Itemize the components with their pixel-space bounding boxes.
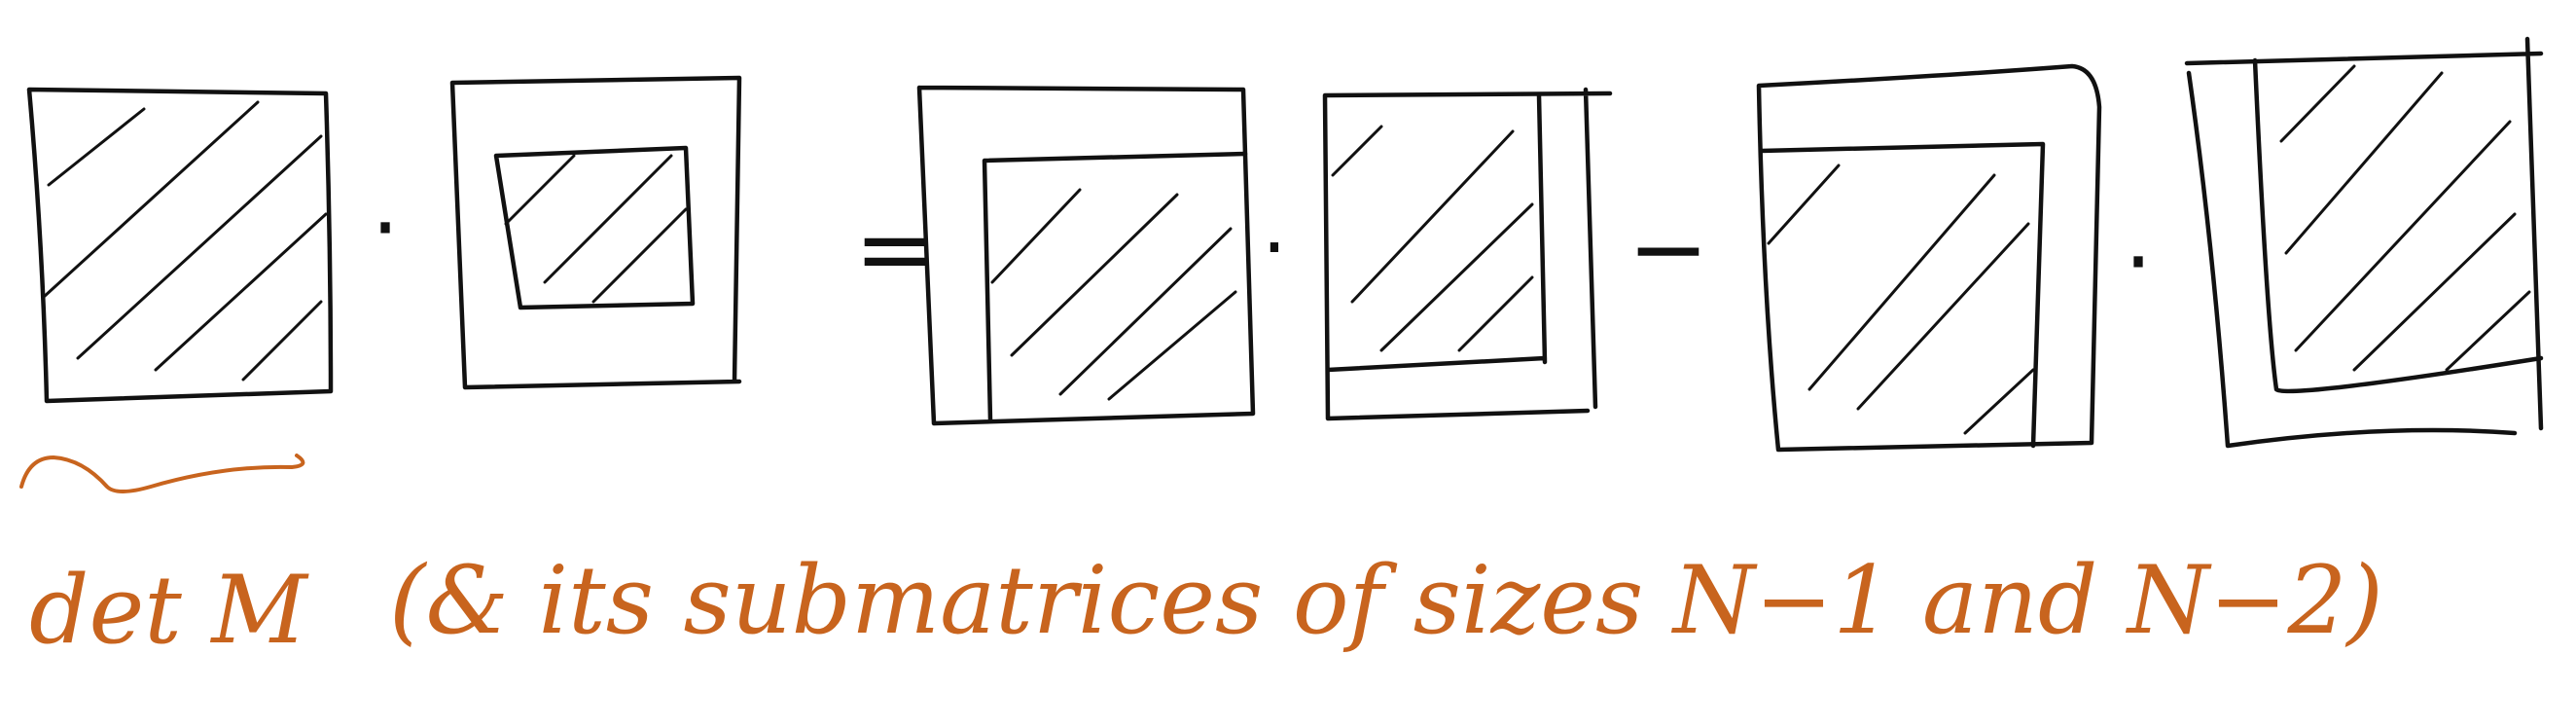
matrix-minor-top-left <box>1322 87 1613 421</box>
operator-dot-3: · <box>2125 211 2153 313</box>
caption-note: (& its submatrices of sizes N−1 and N−2) <box>389 546 2383 655</box>
underbrace <box>19 454 305 493</box>
operator-dot-2: · <box>1262 202 1286 293</box>
matrix-inner-minor <box>449 75 742 390</box>
operator-dot-1: · <box>372 177 400 279</box>
operator-equals: = <box>854 192 936 306</box>
matrix-minor-top-right <box>2184 36 2544 449</box>
det-label: det M <box>29 556 309 665</box>
matrix-minor-bottom-right <box>916 85 1256 426</box>
matrix-minor-bottom-left <box>1756 63 2102 453</box>
matrix-full <box>26 87 334 404</box>
operator-minus: − <box>1628 192 1709 306</box>
